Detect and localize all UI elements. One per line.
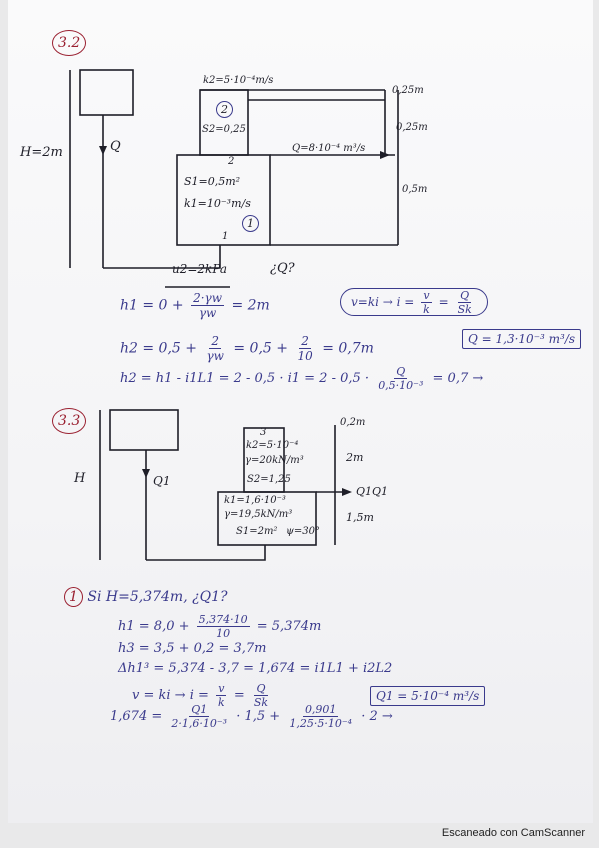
p32-s2: S2=0,25 bbox=[202, 124, 246, 135]
p33-dim-3: 1,5m bbox=[346, 511, 374, 524]
p33-k2: k2=5·10⁻⁴ bbox=[246, 440, 299, 451]
p33-soil-2 bbox=[243, 427, 285, 493]
p33-dim-1: 0,2m bbox=[340, 417, 366, 428]
p33-angle: ψ=30° bbox=[286, 526, 320, 537]
sol-result: Q1 = 5·10⁻⁴ m³/s bbox=[370, 686, 486, 706]
p32-dim-2: 0,25m bbox=[396, 122, 428, 133]
p33-out-label: Q1Q1 bbox=[356, 485, 389, 498]
p32-dim-1: 0,25m bbox=[392, 85, 424, 96]
p32-qflow: Q=8·10⁻⁴ m³/s bbox=[292, 143, 366, 154]
p32-k1: k1=10⁻³m/s bbox=[184, 197, 251, 210]
p33-k1: k1=1,6·10⁻³ bbox=[224, 495, 286, 506]
p33-dim-2: 2m bbox=[346, 451, 364, 464]
scanner-footer: Escaneado con CamScanner bbox=[441, 827, 585, 839]
scanned-page bbox=[8, 0, 593, 823]
p33-s2: S2=1,25 bbox=[247, 474, 291, 485]
p32-h-label: H=2m bbox=[20, 145, 63, 160]
p32-out-arrow bbox=[380, 151, 390, 159]
p33-flow-arrow bbox=[142, 469, 150, 478]
sol-h3: h3 = 3,5 + 0,2 = 3,7m bbox=[118, 641, 267, 656]
p32-dim-3: 0,5m bbox=[402, 184, 428, 195]
p32-question: ¿Q? bbox=[270, 261, 295, 276]
p32-pipe-bottom bbox=[103, 245, 221, 269]
sol-line-1: 1 Si H=5,374m, ¿Q1? bbox=[64, 587, 227, 607]
p32-circ2: 2 bbox=[216, 101, 233, 118]
p32-flow-arrow bbox=[99, 146, 107, 155]
p32-result: Q = 1,3·10⁻³ m³/s bbox=[462, 329, 582, 349]
p32-q-label: Q bbox=[110, 139, 121, 154]
p32-s1: S1=0,5m² bbox=[184, 175, 241, 188]
p32-u2: u2=2kPa bbox=[172, 262, 228, 276]
p33-s3: 3 bbox=[260, 427, 267, 438]
p33-q1-label: Q1 bbox=[153, 474, 171, 488]
sol-dh: Δh1³ = 5,374 - 3,7 = 1,674 = i1L1 + i2L2 bbox=[118, 661, 393, 676]
p33-h-label: H bbox=[74, 471, 86, 486]
p32-pt1: 1 bbox=[222, 231, 229, 242]
p32-k2: k2=5·10⁻⁴m/s bbox=[203, 75, 274, 86]
p32-pt2: 2 bbox=[228, 156, 235, 167]
p33-gamma2: γ=20kN/m³ bbox=[245, 455, 304, 466]
p32-soil-2 bbox=[199, 89, 249, 156]
p33-number: 3.3 bbox=[52, 408, 87, 434]
p33-gamma1: γ=19,5kN/m³ bbox=[224, 509, 293, 520]
p33-pipe-bottom bbox=[146, 545, 266, 561]
p32-circ1: 1 bbox=[242, 215, 259, 232]
p33-reservoir bbox=[109, 409, 179, 451]
p32-eq-h2-solve: h2 = h1 - i1L1 = 2 - 0,5 · i1 = 2 - 0,5 … bbox=[120, 365, 484, 392]
p32-number: 3.2 bbox=[52, 30, 87, 56]
p33-s1: S1=2m² bbox=[236, 526, 278, 537]
p33-out-arrow bbox=[342, 488, 352, 496]
p32-reservoir bbox=[79, 69, 134, 116]
